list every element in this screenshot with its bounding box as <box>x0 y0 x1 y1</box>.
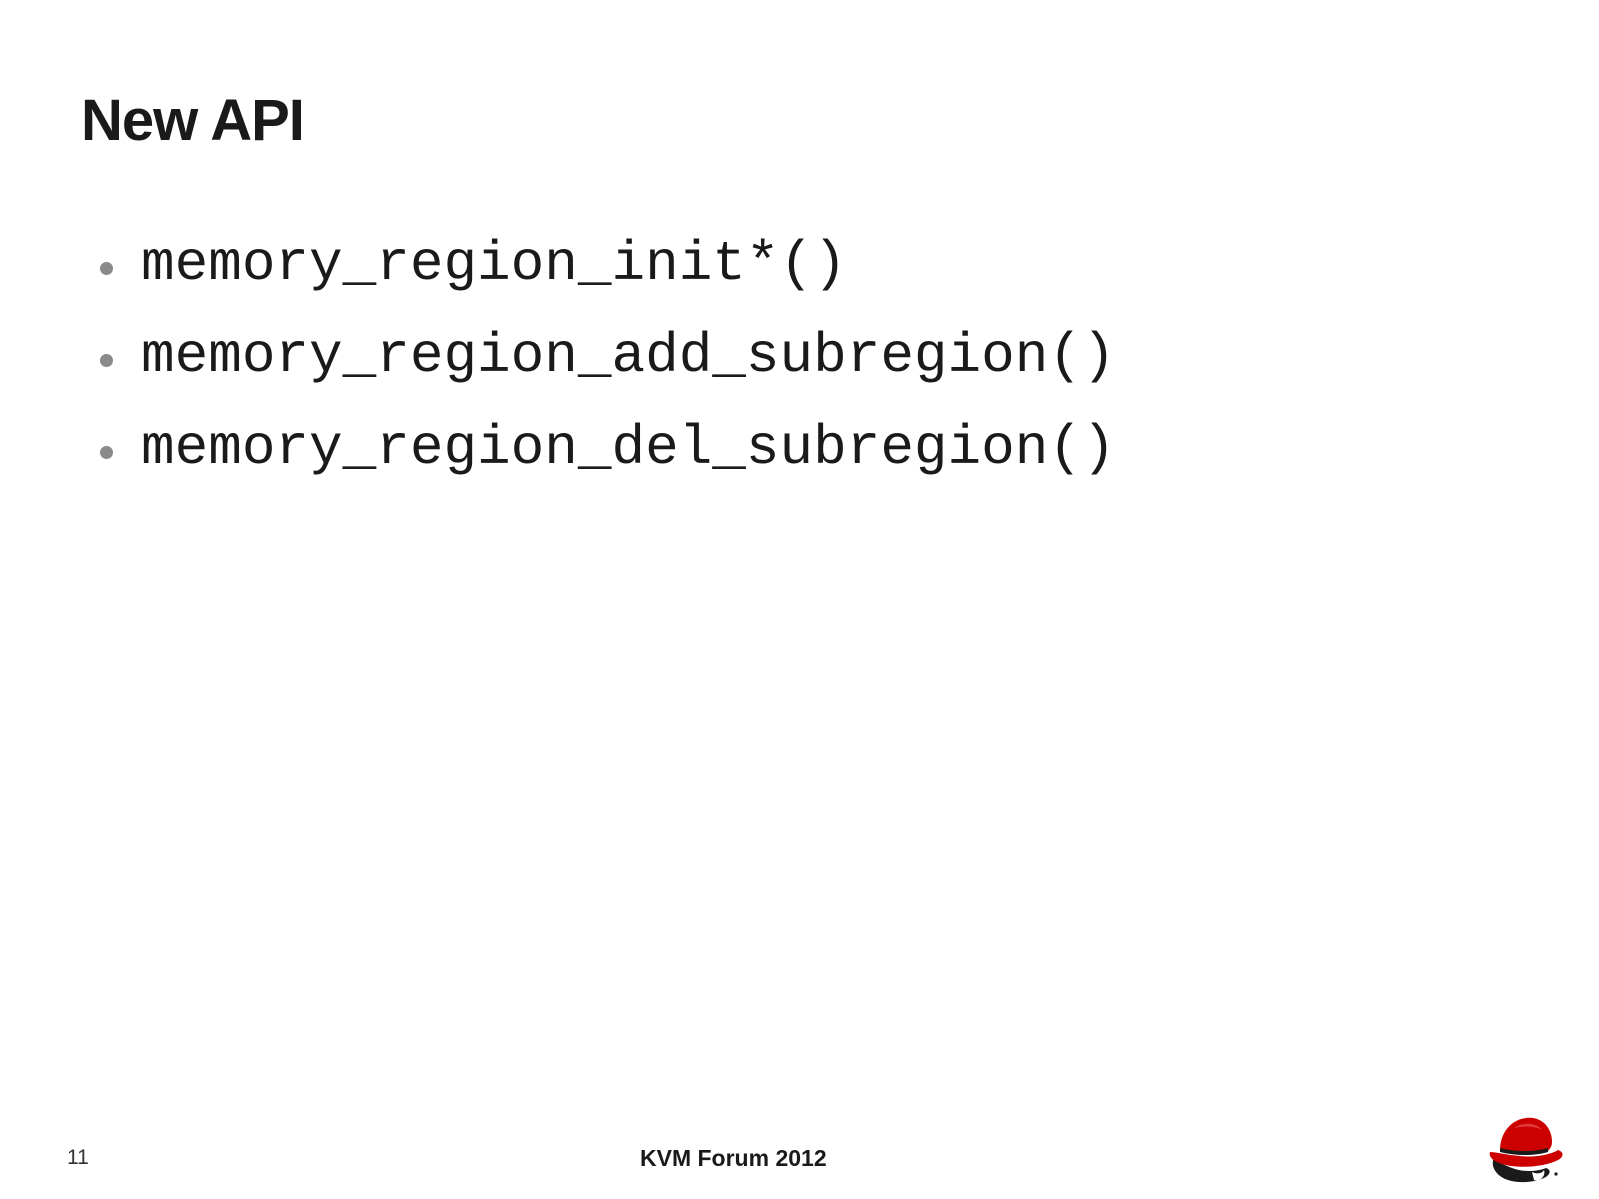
bullet-icon <box>100 262 113 275</box>
slide-title: New API <box>81 88 305 153</box>
red-hat-shadowman-icon <box>1489 1117 1563 1183</box>
bullet-text: memory_region_init*() <box>141 232 847 296</box>
list-item: memory_region_add_subregion() <box>100 324 1116 416</box>
bullet-text: memory_region_add_subregion() <box>141 324 1116 388</box>
list-item: memory_region_init*() <box>100 232 1116 324</box>
page-number: 11 <box>67 1146 89 1169</box>
footer-event-title: KVM Forum 2012 <box>640 1145 827 1171</box>
bullet-icon <box>100 354 113 367</box>
bullet-text: memory_region_del_subregion() <box>141 416 1116 480</box>
bullet-icon <box>100 446 113 459</box>
list-item: memory_region_del_subregion() <box>100 416 1116 508</box>
bullet-list: memory_region_init*() memory_region_add_… <box>100 232 1116 508</box>
